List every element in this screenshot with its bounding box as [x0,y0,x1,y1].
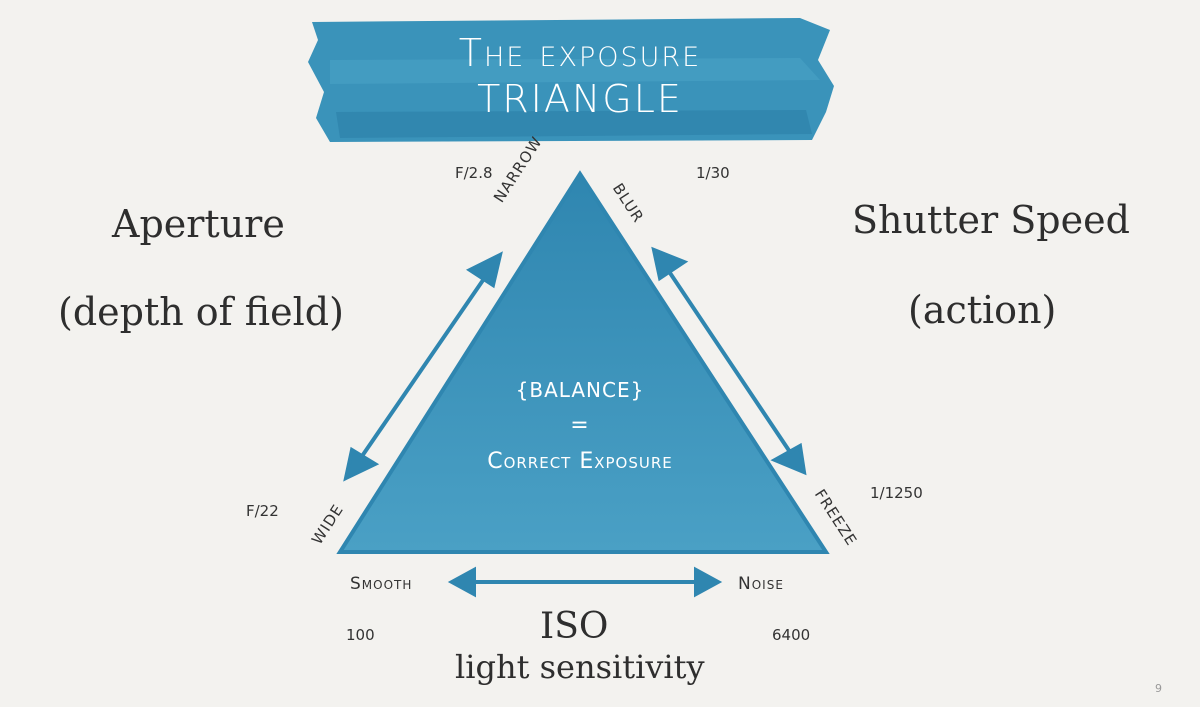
noise-label: Noise [738,574,784,594]
shutter-heading: Shutter Speed [852,198,1130,242]
correct-exposure-label: Correct Exposure [487,449,673,474]
aperture-heading: Aperture [112,202,285,246]
equals-sign: = [570,413,590,438]
iso-heading: ISO [540,606,609,647]
shutter-double-arrow [651,246,807,476]
aperture-subheading: (depth of field) [58,290,344,334]
balance-label: {balance} [515,378,645,402]
title-line-2: triangle [477,77,683,121]
aperture-value-top: F/2.8 [455,164,493,182]
shutter-value-bottom: 1/1250 [870,484,923,502]
title-line-1: The exposure [458,31,702,75]
triangle-center-text: {balance} = Correct Exposure [420,372,740,480]
iso-double-arrow [447,566,723,598]
aperture-value-bottom: F/22 [246,502,279,520]
smooth-label: Smooth [350,574,413,594]
iso-subheading: light sensitivity [455,648,705,686]
page-number: 9 [1155,682,1162,695]
aperture-double-arrow [343,251,503,482]
shutter-subheading: (action) [908,288,1057,332]
triangle-shape [336,170,830,554]
page-title: The exposure triangle [330,30,830,122]
iso-value-left: 100 [346,626,375,644]
shutter-value-top: 1/30 [696,164,730,182]
iso-value-right: 6400 [772,626,811,644]
